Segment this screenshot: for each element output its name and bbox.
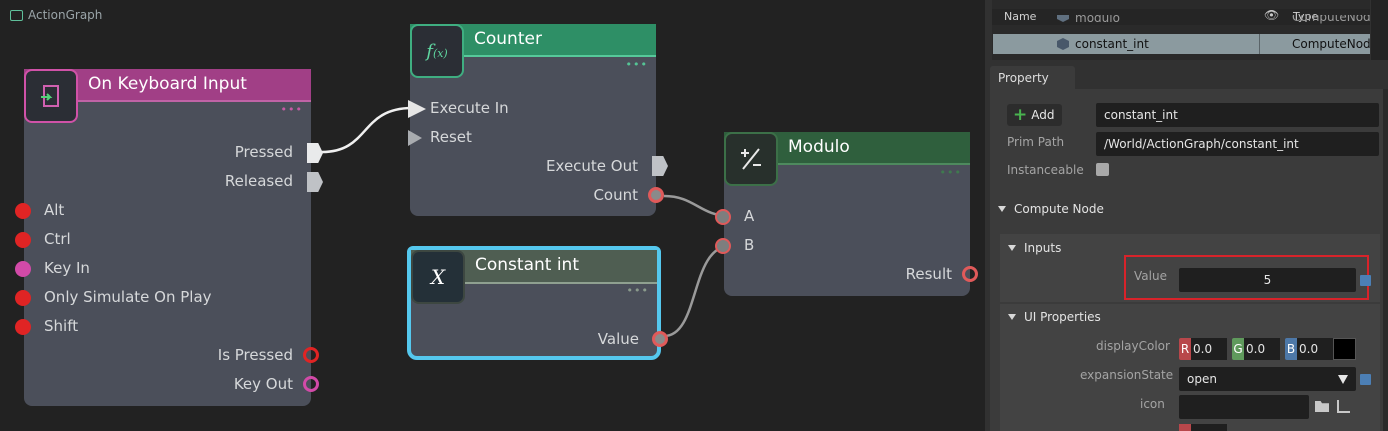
wire-value-to-b bbox=[663, 244, 731, 338]
name-field[interactable]: constant_int bbox=[1096, 103, 1379, 127]
key-in-pin[interactable] bbox=[15, 261, 31, 277]
add-button[interactable]: + Add bbox=[1007, 104, 1062, 126]
folder-icon[interactable] bbox=[1315, 401, 1329, 412]
color-swatch[interactable] bbox=[1333, 338, 1356, 360]
released-exec-pin[interactable] bbox=[307, 172, 323, 192]
execute-in-pin[interactable] bbox=[408, 100, 426, 118]
on-keyboard-input-node[interactable]: On Keyboard Input ••• Pressed Released A… bbox=[15, 69, 323, 406]
collapse-triangle-icon bbox=[998, 206, 1006, 212]
next-row-partial bbox=[1179, 424, 1191, 431]
display-color-label: displayColor bbox=[1096, 339, 1170, 353]
input-reset: Reset bbox=[430, 128, 472, 146]
input-b: B bbox=[744, 236, 755, 254]
count-pin[interactable] bbox=[648, 187, 664, 203]
right-panel: Name 👁 Type modulo ComputeNode constant_… bbox=[985, 0, 1388, 431]
value-label: Value bbox=[1134, 269, 1167, 283]
ctrl-pin[interactable] bbox=[15, 232, 31, 248]
input-only-simulate-on-play: Only Simulate On Play bbox=[44, 288, 212, 306]
expansion-state-dropdown[interactable]: open bbox=[1179, 367, 1356, 391]
expansion-state-label: expansionState bbox=[1080, 368, 1174, 382]
section-compute-node[interactable]: Compute Node bbox=[998, 202, 1104, 216]
value-pin[interactable] bbox=[652, 331, 668, 347]
icon-field[interactable] bbox=[1179, 395, 1309, 419]
input-shift: Shift bbox=[44, 317, 79, 335]
output-pressed[interactable]: Pressed bbox=[234, 143, 293, 161]
section-ui-properties[interactable]: UI Properties bbox=[1008, 310, 1101, 324]
output-execute-out: Execute Out bbox=[546, 157, 638, 175]
a-pin[interactable] bbox=[715, 209, 731, 225]
action-graph-canvas[interactable]: ActionGraph On Keyboard Input ••• Presse… bbox=[0, 0, 985, 431]
only-simulate-pin[interactable] bbox=[15, 290, 31, 306]
input-alt: Alt bbox=[44, 201, 65, 219]
input-a: A bbox=[744, 207, 755, 225]
dropdown-arrow-icon bbox=[1338, 375, 1348, 384]
reset-pin[interactable] bbox=[408, 130, 422, 146]
stage-columns: Name 👁 Type bbox=[992, 8, 1370, 25]
output-value: Value bbox=[597, 330, 639, 348]
instanceable-label: Instanceable bbox=[1007, 163, 1084, 177]
constant-int-node[interactable]: Constant int X ••• Value bbox=[407, 246, 668, 360]
prim-path-label: Prim Path bbox=[1007, 135, 1065, 149]
result-pin[interactable] bbox=[962, 266, 978, 282]
key-out-pin[interactable] bbox=[303, 376, 319, 392]
prim-icon bbox=[1057, 38, 1069, 50]
value-default-indicator[interactable] bbox=[1360, 275, 1371, 286]
pressed-exec-pin[interactable] bbox=[307, 143, 323, 163]
alt-pin[interactable] bbox=[15, 203, 31, 219]
function-icon: f(x) bbox=[410, 24, 464, 78]
is-pressed-pin[interactable] bbox=[303, 347, 319, 363]
input-execute-in: Execute In bbox=[430, 99, 509, 117]
stage-row[interactable]: modulo ComputeNode bbox=[993, 15, 1370, 27]
instanceable-checkbox[interactable] bbox=[1096, 163, 1109, 176]
plus-icon: + bbox=[1013, 105, 1028, 125]
eye-icon[interactable]: 👁 bbox=[1264, 8, 1280, 22]
output-is-pressed: Is Pressed bbox=[217, 346, 293, 364]
keyboard-node-icon bbox=[24, 69, 78, 123]
tab-property[interactable]: Property bbox=[990, 66, 1075, 90]
variable-x-icon: X bbox=[411, 250, 465, 304]
b-pin[interactable] bbox=[715, 238, 731, 254]
property-scrollbar[interactable] bbox=[1383, 89, 1388, 431]
value-field[interactable]: 5 bbox=[1179, 268, 1356, 292]
section-inputs[interactable]: Inputs bbox=[1008, 241, 1061, 255]
execute-out-pin[interactable] bbox=[652, 156, 668, 176]
graph-icon bbox=[10, 9, 23, 21]
prim-icon bbox=[1057, 15, 1069, 22]
counter-node[interactable]: Counter f(x) ••• Execute In Reset Execut… bbox=[408, 24, 668, 216]
graph-title: ActionGraph bbox=[10, 8, 102, 22]
plus-minus-icon bbox=[724, 132, 778, 186]
share-icon[interactable] bbox=[1337, 400, 1350, 413]
next-row-field-partial bbox=[1191, 424, 1227, 431]
icon-label: icon bbox=[1140, 397, 1165, 411]
collapse-triangle-icon bbox=[1008, 314, 1016, 320]
property-panel: + Add constant_int Prim Path /World/Acti… bbox=[990, 89, 1383, 431]
wire-pressed-to-execute-in bbox=[321, 106, 413, 154]
input-key-in: Key In bbox=[44, 259, 90, 277]
output-released[interactable]: Released bbox=[224, 172, 293, 190]
prim-path-field[interactable]: /World/ActionGraph/constant_int bbox=[1096, 132, 1379, 156]
stage-tree[interactable]: Name 👁 Type modulo ComputeNode constant_… bbox=[992, 0, 1378, 60]
output-count: Count bbox=[593, 186, 638, 204]
output-key-out: Key Out bbox=[233, 375, 293, 393]
expansion-default-indicator[interactable] bbox=[1360, 374, 1371, 385]
modulo-node[interactable]: Modulo ••• A B Result bbox=[715, 132, 978, 296]
input-ctrl: Ctrl bbox=[44, 230, 71, 248]
output-result: Result bbox=[905, 265, 952, 283]
stage-scrollbar[interactable] bbox=[1371, 0, 1388, 60]
stage-row-selected[interactable]: constant_int ComputeNode bbox=[993, 34, 1378, 54]
shift-pin[interactable] bbox=[15, 319, 31, 335]
collapse-triangle-icon bbox=[1008, 245, 1016, 251]
